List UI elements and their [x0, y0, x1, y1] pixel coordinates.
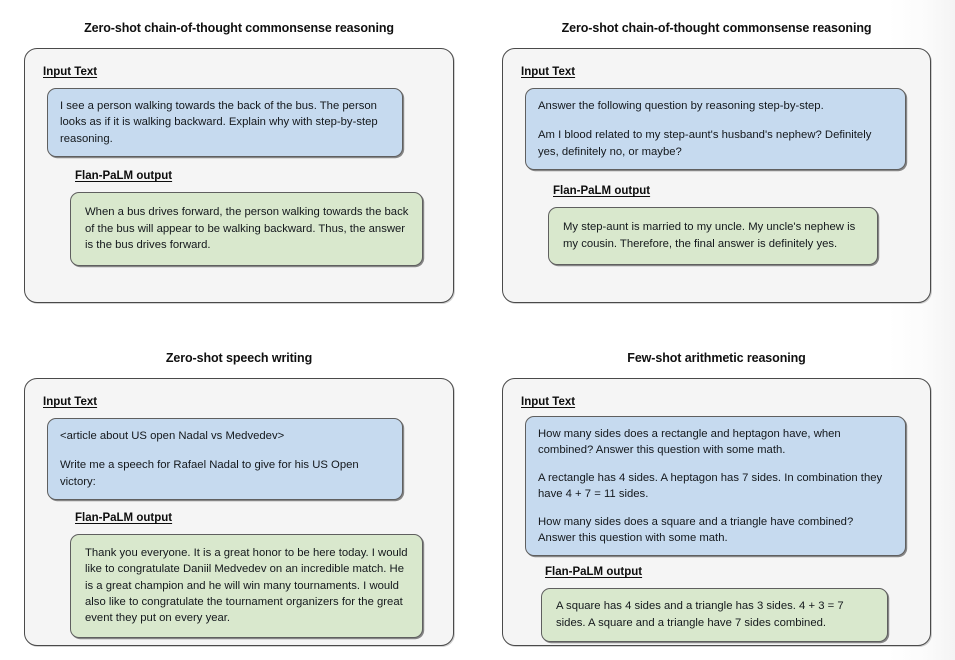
- input-paragraph: I see a person walking towards the back …: [60, 100, 378, 145]
- input-text-label: Input Text: [43, 396, 98, 408]
- model-output-bubble: My step-aunt is married to my uncle. My …: [548, 207, 878, 266]
- input-text-label: Input Text: [521, 66, 576, 78]
- output-paragraph: When a bus drives forward, the person wa…: [85, 206, 409, 252]
- flan-palm-output-label: Flan-PaLM output: [553, 185, 651, 198]
- input-text-bubble: <article about US open Nadal vs Medvedev…: [47, 418, 403, 501]
- flan-palm-output-label: Flan-PaLM output: [545, 566, 643, 579]
- panel-title: Zero-shot chain-of-thought commonsense r…: [84, 21, 394, 35]
- input-paragraph: How many sides does a rectangle and hept…: [538, 428, 841, 457]
- panel-title: Few-shot arithmetic reasoning: [627, 351, 806, 365]
- input-paragraph: Answer the following question by reasoni…: [538, 100, 824, 112]
- input-paragraph: Write me a speech for Rafael Nadal to gi…: [60, 459, 359, 488]
- flan-palm-output-label: Flan-PaLM output: [75, 512, 173, 525]
- input-text-bubble: Answer the following question by reasoni…: [525, 88, 906, 171]
- input-paragraph: Am I blood related to my step-aunt's hus…: [538, 129, 872, 158]
- input-text-label: Input Text: [521, 396, 576, 408]
- model-output-bubble: When a bus drives forward, the person wa…: [70, 192, 423, 267]
- example-panel-zero-shot-cot-commonsense-stepaunt: Zero-shot chain-of-thought commonsense r…: [478, 0, 955, 330]
- flan-palm-output-label: Flan-PaLM output: [75, 170, 173, 183]
- model-output-bubble: A square has 4 sides and a triangle has …: [541, 588, 888, 643]
- input-text-label: Input Text: [43, 66, 98, 78]
- panel-title: Zero-shot chain-of-thought commonsense r…: [561, 21, 872, 35]
- model-output-bubble: Thank you everyone. It is a great honor …: [70, 534, 423, 639]
- input-text-bubble: I see a person walking towards the back …: [47, 88, 403, 158]
- panel-body: Input Text I see a person walking toward…: [24, 48, 454, 303]
- example-panel-zero-shot-speech-writing: Zero-shot speech writing Input Text <art…: [0, 330, 478, 660]
- example-panel-few-shot-arithmetic-reasoning: Few-shot arithmetic reasoning Input Text…: [478, 330, 955, 660]
- panel-title: Zero-shot speech writing: [165, 351, 313, 365]
- panel-body: Input Text How many sides does a rectang…: [502, 378, 931, 646]
- output-paragraph: My step-aunt is married to my uncle. My …: [563, 221, 856, 250]
- panel-body: Input Text <article about US open Nadal …: [24, 378, 454, 646]
- input-paragraph: <article about US open Nadal vs Medvedev…: [60, 430, 285, 442]
- input-text-bubble: How many sides does a rectangle and hept…: [525, 416, 906, 557]
- output-paragraph: A square has 4 sides and a triangle has …: [556, 600, 844, 629]
- input-paragraph: A rectangle has 4 sides. A heptagon has …: [538, 471, 883, 501]
- output-paragraph: Thank you everyone. It is a great honor …: [85, 547, 408, 625]
- example-panel-zero-shot-cot-commonsense-bus: Zero-shot chain-of-thought commonsense r…: [0, 0, 478, 330]
- input-paragraph: How many sides does a square and a trian…: [538, 515, 854, 545]
- panel-body: Input Text Answer the following question…: [502, 48, 931, 303]
